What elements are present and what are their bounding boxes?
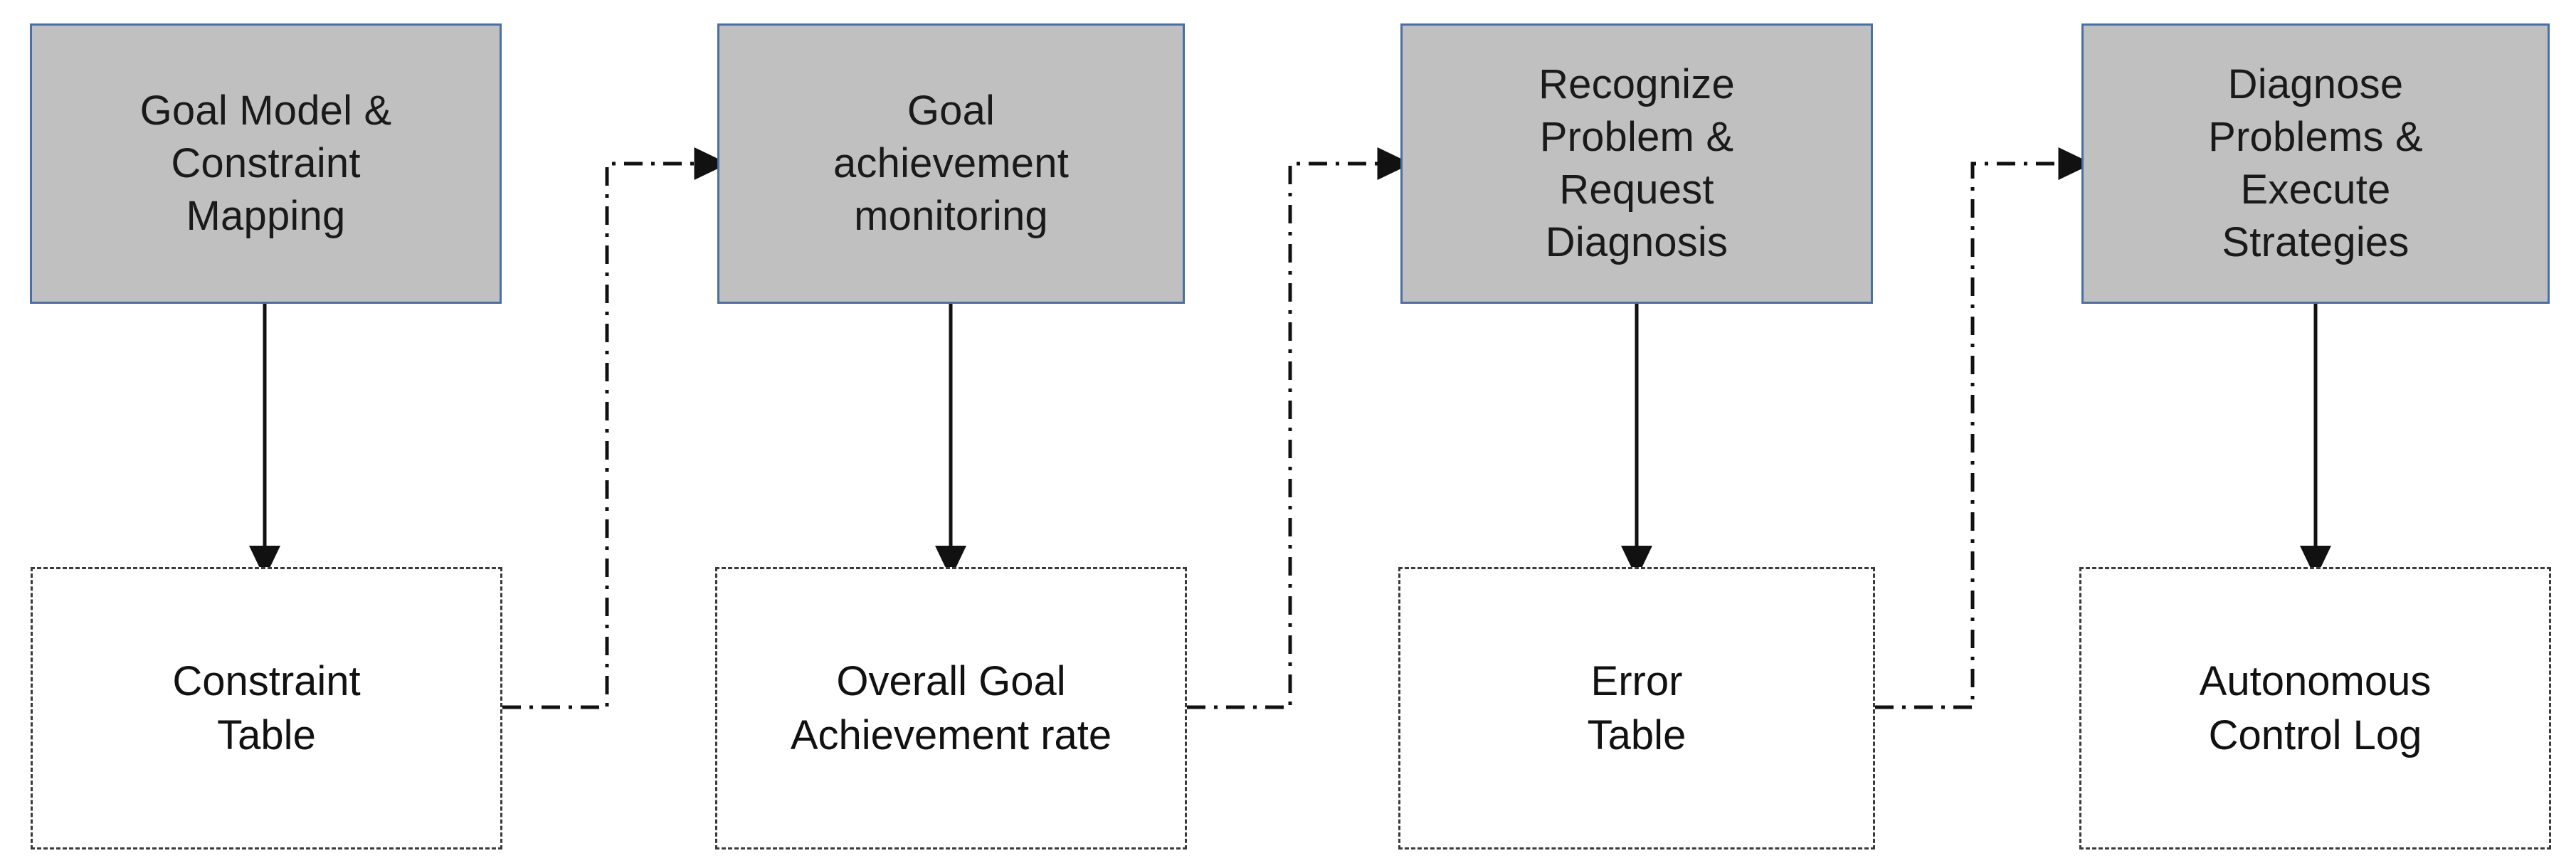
process-label-column-4: Diagnose Problems & Execute Strategies	[2208, 60, 2423, 266]
process-label-column-1: Goal Model & Constraint Mapping	[139, 87, 392, 240]
artifact-label-column-4: Autonomous Control Log	[2199, 658, 2432, 758]
handoff-connector-2-to-3	[1187, 147, 1412, 709]
process-box-goal-model-constraint-mapping[interactable]: Goal Model & Constraint Mapping	[30, 23, 502, 304]
process-box-recognize-problem-request-diagnosis[interactable]: Recognize Problem & Request Diagnosis	[1400, 23, 1873, 304]
artifact-box-constraint-table[interactable]: Constraint Table	[31, 567, 502, 850]
artifact-box-autonomous-control-log[interactable]: Autonomous Control Log	[2079, 567, 2551, 850]
handoff-connector-3-to-4	[1875, 147, 2093, 709]
process-label-column-2: Goal achievement monitoring	[833, 87, 1070, 240]
process-label-column-3: Recognize Problem & Request Diagnosis	[1538, 60, 1735, 266]
artifact-box-error-table[interactable]: Error Table	[1398, 567, 1875, 850]
process-box-goal-achievement-monitoring[interactable]: Goal achievement monitoring	[717, 23, 1185, 304]
artifact-label-column-2: Overall Goal Achievement rate	[790, 658, 1112, 758]
artifact-label-column-1: Constraint Table	[172, 658, 361, 758]
process-box-diagnose-problems-execute-strategies[interactable]: Diagnose Problems & Execute Strategies	[2081, 23, 2550, 304]
artifact-label-column-3: Error Table	[1587, 658, 1686, 758]
handoff-connector-1-to-2	[502, 147, 729, 709]
artifact-box-overall-goal-achievement-rate[interactable]: Overall Goal Achievement rate	[715, 567, 1187, 850]
